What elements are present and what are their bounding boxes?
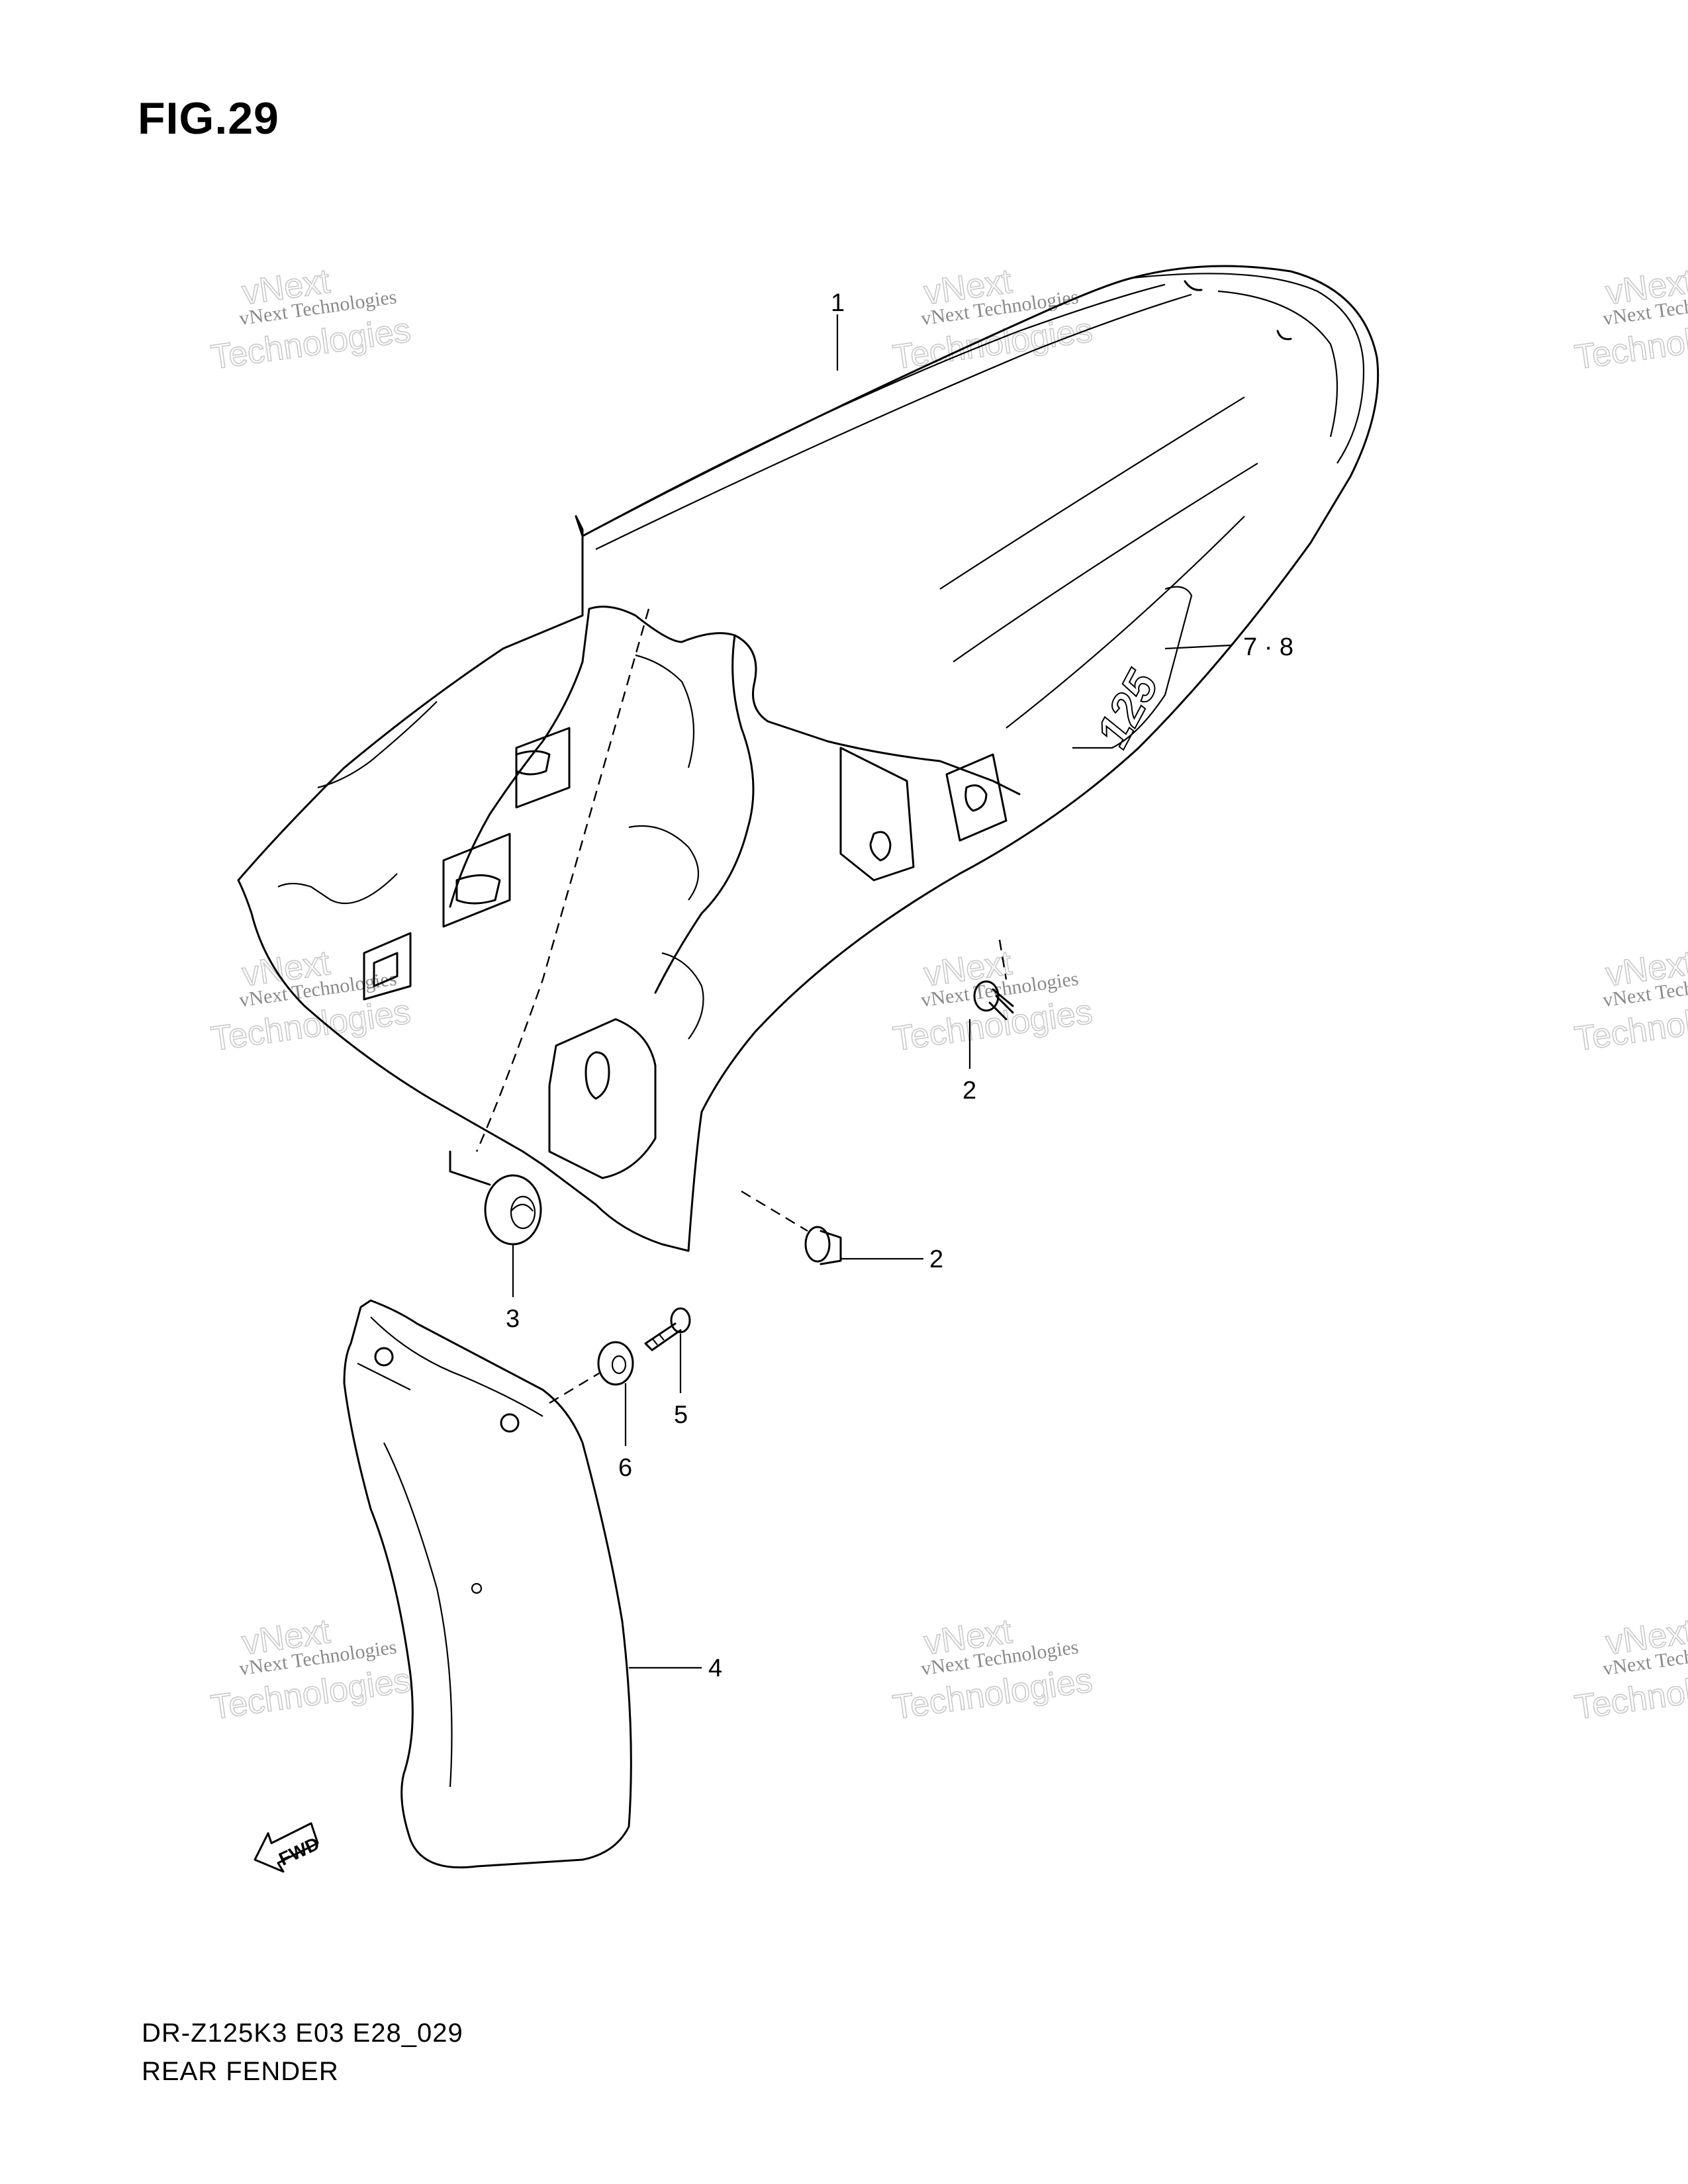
leader-lines: [512, 314, 1232, 1669]
watermark: vNext vNext Technologies Technologies: [890, 943, 1096, 1059]
watermark: vNext vNext Technologies Technologies: [1572, 1612, 1688, 1727]
callout-2-upper: 2: [962, 1077, 976, 1105]
watermark: vNext vNext Technologies Technologies: [209, 1612, 414, 1727]
watermarks: vNext vNext Technologies Technologies vN…: [209, 261, 1688, 1727]
callout-2-lower: 2: [929, 1246, 943, 1273]
callout-7-8: 7 · 8: [1243, 633, 1293, 661]
mud-flap-part: [343, 1299, 632, 1869]
callout-4: 4: [708, 1655, 722, 1682]
figure-title: FIG.29: [138, 93, 279, 144]
assembly-guides: [449, 939, 1008, 1404]
clip-upper: [973, 980, 1014, 1021]
watermark: vNext vNext Technologies Technologies: [209, 943, 414, 1059]
watermark: vNext vNext Technologies Technologies: [1572, 943, 1688, 1059]
callout-1: 1: [831, 289, 845, 317]
model-code: DR-Z125K3 E03 E28_029: [142, 2019, 463, 2048]
fender-decal: 125: [1086, 662, 1168, 755]
callout-5: 5: [674, 1401, 688, 1429]
tapping-screw: [644, 1307, 691, 1351]
watermark: vNext vNext Technologies Technologies: [890, 261, 1096, 377]
grommet-nut: [484, 1174, 542, 1246]
watermark: vNext vNext Technologies Technologies: [890, 1612, 1096, 1727]
watermark: vNext vNext Technologies Technologies: [1572, 261, 1688, 377]
callout-6: 6: [618, 1454, 632, 1482]
watermark: vNext vNext Technologies Technologies: [209, 261, 414, 377]
rear-fender-part: 125: [237, 265, 1380, 1252]
callout-3: 3: [506, 1305, 520, 1333]
rivet-lower: [804, 1226, 842, 1265]
callouts: 1 7 · 8 2 2 3 5 6 4: [506, 289, 1293, 1682]
washer: [597, 1341, 634, 1386]
figure-caption: REAR FENDER: [142, 2057, 339, 2086]
fwd-arrow: FWD: [254, 1822, 322, 1873]
